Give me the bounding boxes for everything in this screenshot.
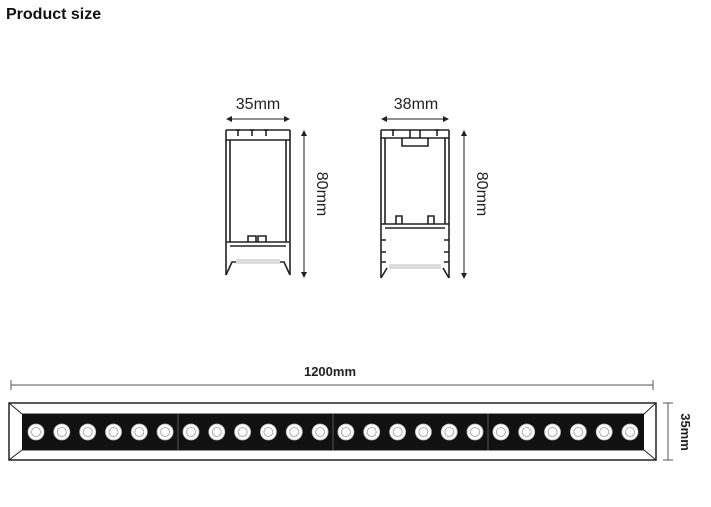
lens-ring — [625, 427, 635, 437]
diffuser-b — [389, 264, 441, 269]
lens-ring — [211, 427, 222, 437]
lens-dot — [492, 423, 510, 441]
lens-dot — [389, 423, 407, 441]
lens-ring — [31, 427, 41, 437]
segment-seams — [177, 414, 489, 450]
lens-dot — [105, 423, 122, 441]
lens-dot — [569, 423, 587, 441]
lens-dot — [208, 423, 226, 441]
lens-dot — [595, 423, 613, 441]
lens-ring — [289, 427, 300, 437]
lens-ring — [108, 427, 119, 437]
lens-dot — [311, 423, 329, 441]
width-label-a: 35mm — [236, 96, 280, 113]
lens-dot — [337, 423, 355, 441]
lens-dot — [182, 423, 200, 441]
length-label: 1200mm — [304, 364, 356, 379]
lens-dot — [156, 423, 174, 441]
profile-a — [225, 129, 291, 276]
lens-dot — [79, 423, 97, 441]
lens-ring — [82, 427, 93, 437]
lens-dot — [27, 423, 45, 441]
lens-dot — [466, 423, 484, 441]
lens-row — [27, 423, 639, 441]
lens-ring — [263, 427, 274, 437]
lens-ring — [573, 427, 584, 437]
lens-ring — [366, 427, 377, 437]
lens-ring — [392, 427, 403, 437]
lens-dot — [518, 423, 536, 441]
lens-ring — [56, 427, 67, 437]
lens-dot — [259, 423, 277, 441]
lens-ring — [160, 427, 171, 437]
height-label-a: 80mm — [313, 172, 330, 216]
lens-ring — [599, 427, 610, 437]
lens-ring — [315, 427, 326, 437]
height-label-b: 80mm — [473, 172, 490, 216]
lens-dot — [544, 423, 561, 441]
lens-dot — [53, 423, 71, 441]
lens-dot — [285, 423, 303, 441]
lens-ring — [134, 427, 145, 437]
diffuser-a — [236, 259, 280, 264]
profile-b — [380, 129, 450, 279]
lens-ring — [340, 427, 351, 437]
lens-dot — [130, 423, 148, 441]
lens-ring — [495, 427, 506, 437]
lens-ring — [470, 427, 480, 437]
lens-ring — [237, 427, 248, 437]
lens-dot — [363, 423, 381, 441]
lens-dot — [414, 423, 432, 441]
lens-ring — [444, 427, 455, 437]
lens-ring — [521, 427, 532, 437]
lens-dot — [234, 423, 252, 441]
bar-height-label: 35mm — [678, 413, 693, 451]
lens-dot — [621, 423, 639, 441]
lens-ring — [418, 427, 429, 437]
lens-ring — [186, 427, 196, 437]
lens-ring — [547, 427, 558, 437]
lens-dot — [440, 423, 458, 441]
width-label-b: 38mm — [394, 96, 438, 113]
linear-bar — [8, 402, 657, 461]
page-title: Product size — [6, 6, 102, 23]
